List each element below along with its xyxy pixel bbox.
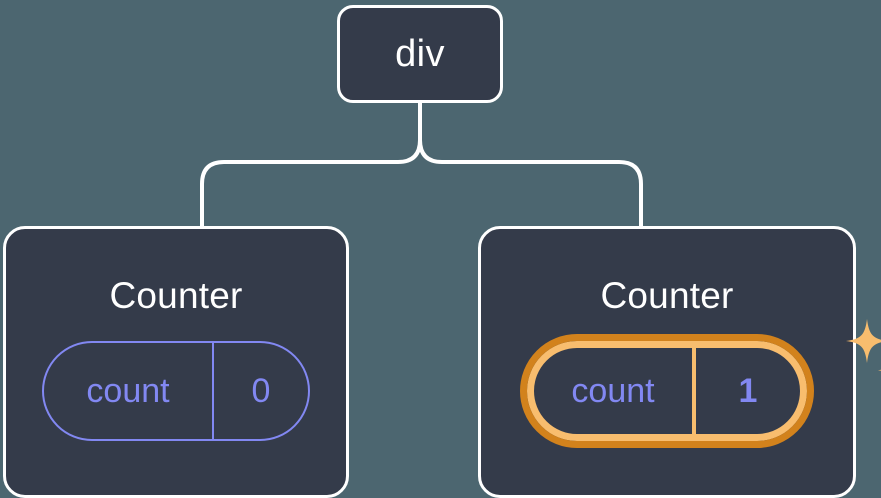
state-key-left: count [44, 343, 214, 439]
state-pill-wrap-right: count 1 [520, 319, 881, 448]
node-div-label: div [395, 33, 445, 75]
node-counter-right-title: Counter [600, 275, 734, 316]
node-counter-left[interactable]: Counter count 0 [3, 226, 349, 498]
state-value-left: 0 [251, 371, 271, 410]
state-pill-left[interactable]: count 0 [42, 341, 310, 441]
edge-div-to-counter-right [418, 101, 643, 228]
state-pill-wrap-left: count 0 [42, 341, 310, 441]
node-counter-right-body: Counter count 1 [481, 229, 881, 495]
node-div[interactable]: div [337, 5, 503, 103]
state-pill-right[interactable]: count 1 [520, 334, 814, 448]
sparkle-group [846, 319, 881, 371]
node-counter-right[interactable]: Counter count 1 [478, 226, 881, 498]
edge-div-to-counter-left [200, 101, 422, 228]
node-counter-left-title: Counter [109, 275, 243, 316]
state-key-right: count [534, 348, 696, 434]
state-value-right: 1 [738, 371, 758, 410]
node-counter-left-body: Counter count 0 [6, 229, 346, 495]
sparkle-large-icon [846, 319, 881, 363]
